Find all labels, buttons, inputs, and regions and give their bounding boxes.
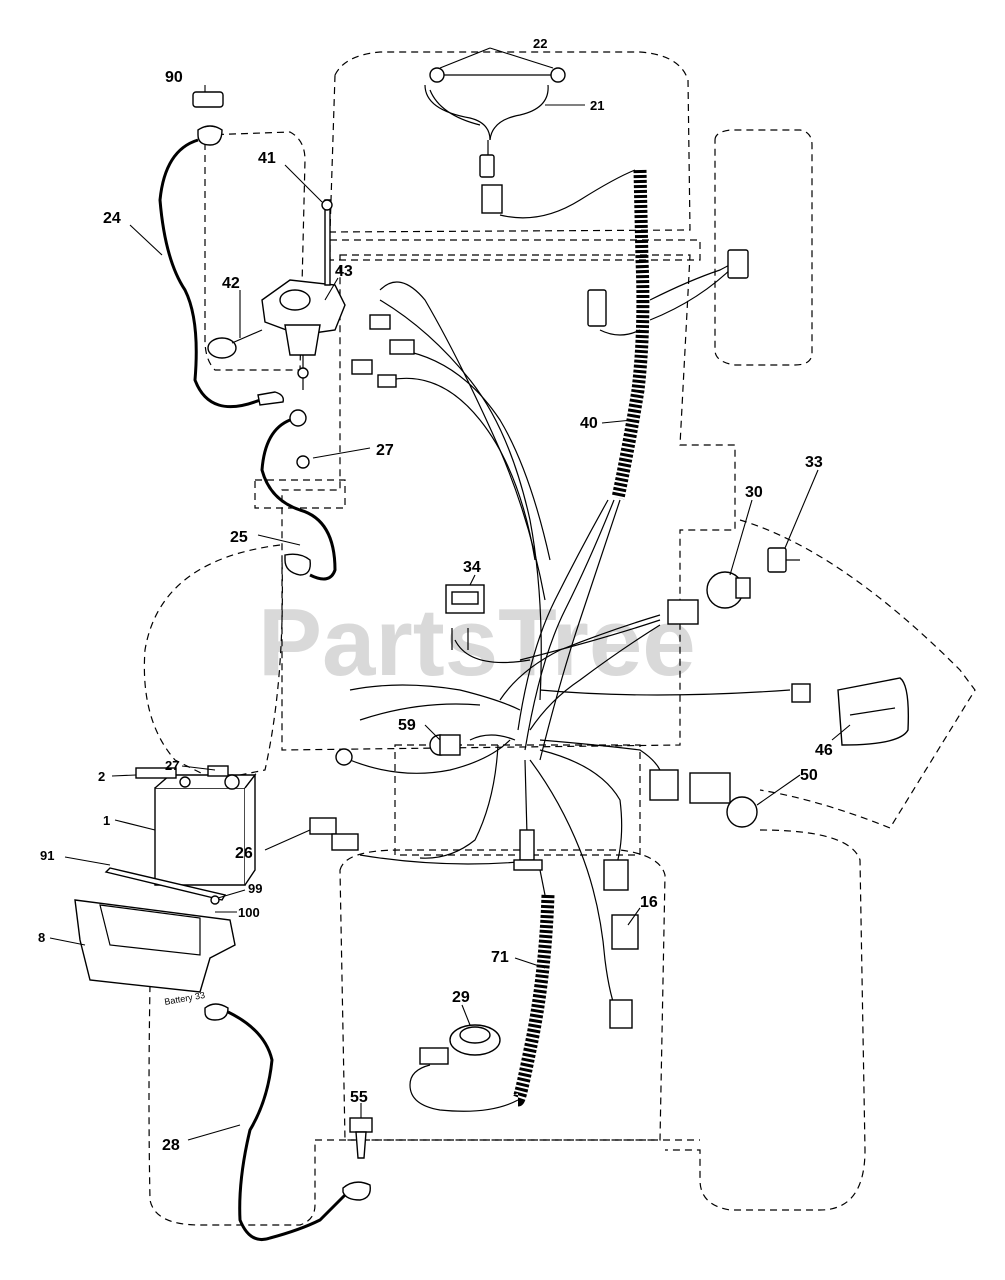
callout-1: 1: [103, 813, 110, 828]
safety-switch: [767, 547, 800, 573]
callout-33: 33: [805, 454, 823, 471]
callout-46: 46: [815, 742, 833, 759]
right-connectors: [351, 249, 749, 388]
cable-25: [260, 409, 337, 581]
callout-71: 71: [491, 949, 509, 966]
callout-40: 40: [580, 415, 598, 432]
starter-solenoid: [207, 199, 346, 390]
cable-28: [204, 1003, 371, 1241]
callout-99: 99: [248, 881, 262, 896]
cable-24: [158, 91, 285, 409]
harness-wires: [349, 259, 791, 1021]
ignition-switch: [667, 571, 751, 625]
dash-panel: [791, 677, 910, 746]
pto-switch: [649, 769, 758, 828]
lower-conduit: [409, 869, 555, 1112]
fuse-holder: [429, 734, 461, 756]
battery-assembly: [104, 765, 257, 901]
connector-16: [513, 829, 639, 1029]
leader-lines: [49, 47, 851, 1141]
callout-26: 26: [235, 845, 253, 862]
callout-24: 24: [103, 210, 121, 227]
battery-tray: Battery 33: [74, 895, 236, 1007]
ring-terminal: [335, 748, 353, 766]
main-conduit: [517, 169, 650, 761]
switch-34: [445, 584, 485, 650]
callout-91: 91: [40, 848, 54, 863]
callout-30: 30: [745, 484, 763, 501]
callout-27a: 27: [376, 442, 394, 459]
bolt-55: [349, 1117, 373, 1159]
callout-34: 34: [463, 559, 481, 576]
callout-90: 90: [165, 69, 183, 86]
callout-50: 50: [800, 767, 818, 784]
callout-2: 2: [98, 769, 105, 784]
callout-59: 59: [398, 717, 416, 734]
callout-42: 42: [222, 275, 240, 292]
callout-43: 43: [335, 263, 353, 280]
headlight-harness: [424, 67, 636, 219]
callout-41: 41: [258, 150, 276, 167]
callout-25: 25: [230, 529, 248, 546]
callout-28: 28: [162, 1137, 180, 1154]
callout-55: 55: [350, 1089, 368, 1106]
callout-labels: 90 22 21 41 24 42 43 40 27 33 30 25 34 5…: [38, 36, 833, 1154]
callout-29: 29: [452, 989, 470, 1006]
callout-16: 16: [640, 894, 658, 911]
battery-stamp: Battery 33: [164, 990, 206, 1007]
callout-100: 100: [238, 905, 260, 920]
sensor-29: [419, 1024, 501, 1065]
callout-27b: 27: [165, 758, 179, 773]
connector-26: [309, 817, 359, 851]
callout-22: 22: [533, 36, 547, 51]
callout-21: 21: [590, 98, 604, 113]
callout-8: 8: [38, 930, 45, 945]
